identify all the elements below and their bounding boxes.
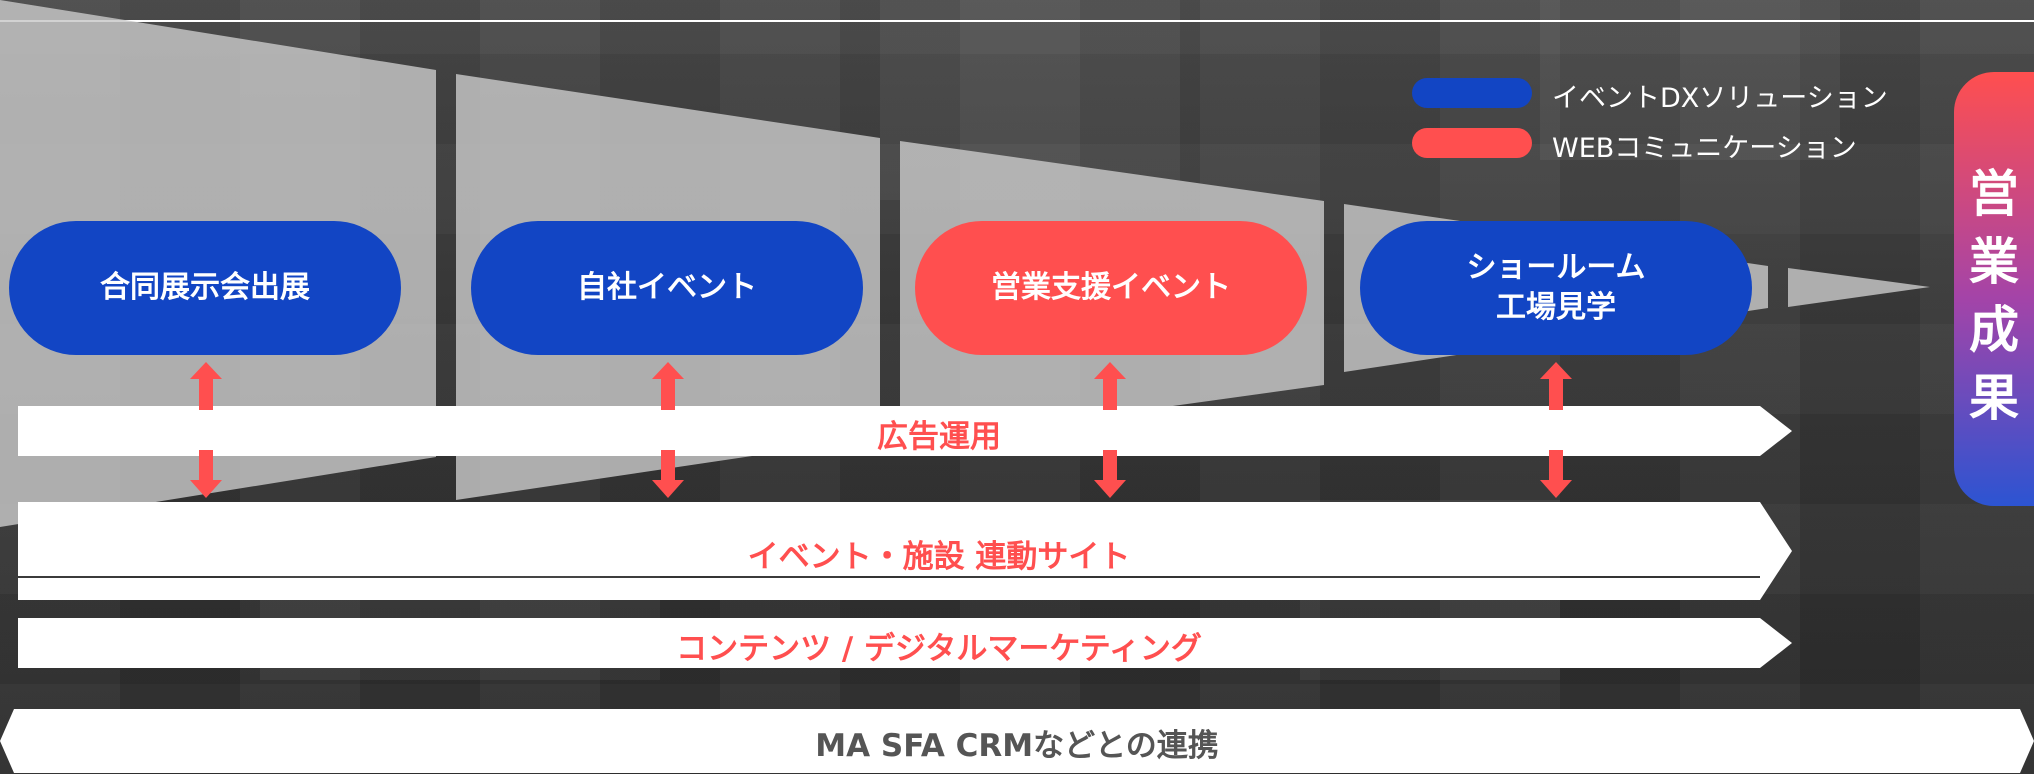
sales-result-char: 営 <box>1969 165 2019 223</box>
sales-result-label: 営業成果 <box>1954 160 2034 432</box>
legend-label-web-communication: WEBコミュニケーション <box>1552 133 1857 164</box>
stage-connector-4 <box>1540 362 1572 498</box>
band-arrow-ad-operation <box>18 406 1792 456</box>
top-rule <box>0 20 2034 22</box>
sales-result-bar <box>1954 72 2034 506</box>
band-label-content-marketing: コンテンツ / デジタルマーケティング <box>676 631 1202 667</box>
legend-label-event-dx: イベントDXソリューション <box>1552 83 1888 114</box>
stage-sales-support-event: 営業支援イベント <box>915 221 1307 355</box>
funnel-tip <box>1788 268 1930 307</box>
stage-connector-3 <box>1094 362 1126 498</box>
band-arrow-ma-sfa-crm <box>0 709 2034 773</box>
sales-result-char: 成 <box>1969 301 2019 359</box>
legend-swatch-event-dx <box>1412 78 1532 108</box>
band-label-linked-site: イベント・施設 連動サイト <box>747 539 1131 575</box>
band-label-ma-sfa-crm: MA SFA CRMなどとの連携 <box>815 728 1219 764</box>
legend-swatch-web-communication <box>1412 128 1532 158</box>
band-linked-site-body <box>18 524 1763 576</box>
stage-connector-2 <box>652 362 684 498</box>
sales-result-char: 業 <box>1969 233 2019 291</box>
band-arrow-content-marketing <box>18 618 1792 668</box>
stage-showroom-factory-tour: ショールーム 工場見学 <box>1360 221 1752 355</box>
stage-own-event: 自社イベント <box>471 221 863 355</box>
band-label-ad-operation: 広告運用 <box>877 419 1001 455</box>
stage-joint-exhibition: 合同展示会出展 <box>9 221 401 355</box>
sales-result-char: 果 <box>1969 369 2019 427</box>
stage-connector-1 <box>190 362 222 498</box>
